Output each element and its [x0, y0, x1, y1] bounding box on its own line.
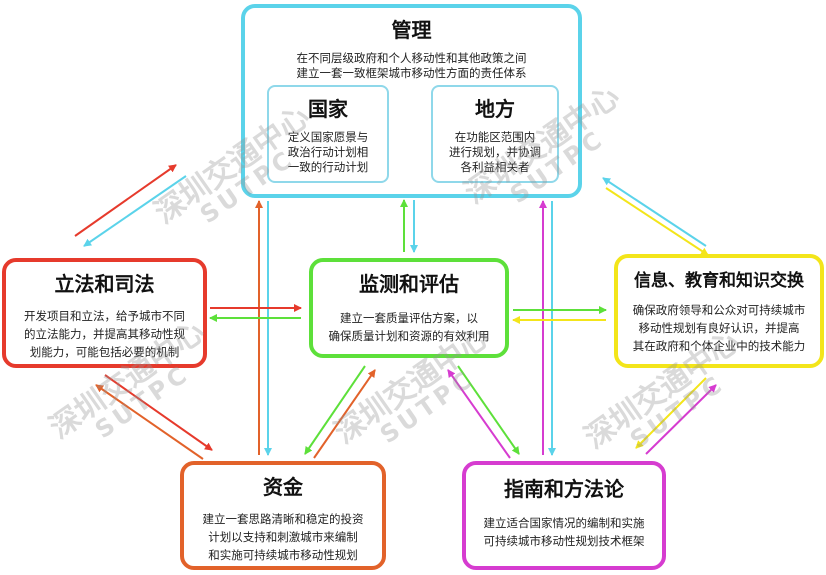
legislation-box: 立法和司法 开发项目和立法，给予城市不同 的立法能力，并提高其移动性规 划能力，…	[2, 258, 207, 368]
governance-title: 管理	[391, 18, 432, 42]
monitoring-desc-line: 确保质量计划和资源的有效利用	[328, 329, 490, 343]
funding-desc-line: 计划以支持和刺激城市来编制	[208, 530, 358, 544]
local-title: 地方	[475, 97, 515, 121]
funding-title: 资金	[263, 475, 303, 499]
arrow-monitoring-to-funding	[304, 365, 366, 455]
arrow-governance-to-information	[605, 187, 709, 256]
governance-description: 在不同层级政府和个人移动性和其他政策之间 建立一套一致框架城市移动性方面的责任体…	[245, 51, 578, 81]
arrow-guidance-to-monitoring	[447, 369, 511, 459]
legislation-description: 开发项目和立法，给予城市不同 的立法能力，并提高其移动性规 划能力，可能包括必要…	[6, 307, 203, 361]
national-desc-line: 一致的行动计划	[287, 160, 369, 174]
information-desc-line: 移动性规划有良好认识，并提高	[638, 321, 800, 335]
arrow-information-to-guidance	[635, 377, 707, 449]
guidance-box: 指南和方法论 建立适合国家情况的编制和实施 可持续城市移动性规划技术框架	[462, 461, 666, 570]
governance-desc-line: 在不同层级政府和个人移动性和其他政策之间	[296, 51, 527, 65]
information-description: 确保政府领导和公众对可持续城市 移动性规划有良好认识，并提高 其在政府和个体企业…	[618, 301, 820, 355]
governance-desc-line: 建立一套一致框架城市移动性方面的责任体系	[296, 66, 527, 80]
local-desc-line: 进行规划，并协调	[449, 145, 541, 159]
funding-desc-line: 和实施可持续城市移动性规划	[208, 548, 358, 562]
funding-box: 资金 建立一套思路清晰和稳定的投资 计划以支持和刺激城市来编制 和实施可持续城市…	[180, 461, 386, 570]
information-desc-line: 确保政府领导和公众对可持续城市	[632, 303, 806, 317]
guidance-desc-line: 可持续城市移动性规划技术框架	[483, 534, 645, 548]
arrow-governance-to-legislation	[83, 175, 187, 247]
local-desc-line: 各利益相关者	[460, 160, 530, 174]
arrow-legislation-to-funding	[104, 374, 213, 451]
governance-box: 管理 在不同层级政府和个人移动性和其他政策之间 建立一套一致框架城市移动性方面的…	[241, 4, 582, 198]
arrow-funding-to-monitoring	[313, 369, 376, 459]
legislation-desc-line: 划能力，可能包括必要的机制	[29, 345, 180, 359]
information-box: 信息、教育和知识交换 确保政府领导和公众对可持续城市 移动性规划有良好认识，并提…	[614, 254, 824, 368]
funding-desc-line: 建立一套思路清晰和稳定的投资	[202, 512, 364, 526]
monitoring-desc-line: 建立一套质量评估方案，以	[340, 311, 478, 325]
legislation-desc-line: 的立法能力，并提高其移动性规	[24, 327, 185, 341]
monitoring-box: 监测和评估 建立一套质量评估方案，以 确保质量计划和资源的有效利用	[309, 258, 509, 358]
national-box: 国家 定义国家愿景与 政治行动计划相 一致的行动计划	[267, 85, 389, 183]
arrow-funding-to-legislation	[95, 384, 204, 460]
national-desc-line: 定义国家愿景与	[287, 130, 369, 144]
monitoring-description: 建立一套质量评估方案，以 确保质量计划和资源的有效利用	[313, 309, 505, 345]
arrow-monitoring-to-guidance	[457, 365, 520, 455]
information-title: 信息、教育和知识交换	[634, 271, 804, 291]
national-description: 定义国家愿景与 政治行动计划相 一致的行动计划	[269, 130, 387, 175]
legislation-title: 立法和司法	[54, 272, 155, 296]
information-desc-line: 其在政府和个体企业中的技术能力	[632, 339, 806, 353]
guidance-description: 建立适合国家情况的编制和实施 可持续城市移动性规划技术框架	[466, 514, 662, 550]
guidance-desc-line: 建立适合国家情况的编制和实施	[483, 516, 645, 530]
legislation-desc-line: 开发项目和立法，给予城市不同	[24, 309, 185, 323]
national-desc-line: 政治行动计划相	[287, 145, 369, 159]
national-title: 国家	[308, 97, 348, 121]
funding-description: 建立一套思路清晰和稳定的投资 计划以支持和刺激城市来编制 和实施可持续城市移动性…	[184, 510, 382, 564]
local-desc-line: 在功能区范围内	[454, 130, 536, 144]
arrow-guidance-to-information	[645, 384, 717, 455]
arrow-legislation-to-governance	[74, 164, 177, 237]
guidance-title: 指南和方法论	[504, 477, 624, 501]
arrow-information-to-governance	[602, 177, 707, 247]
monitoring-title: 监测和评估	[359, 272, 459, 296]
local-description: 在功能区范围内 进行规划，并协调 各利益相关者	[433, 130, 557, 175]
local-box: 地方 在功能区范围内 进行规划，并协调 各利益相关者	[431, 85, 559, 183]
